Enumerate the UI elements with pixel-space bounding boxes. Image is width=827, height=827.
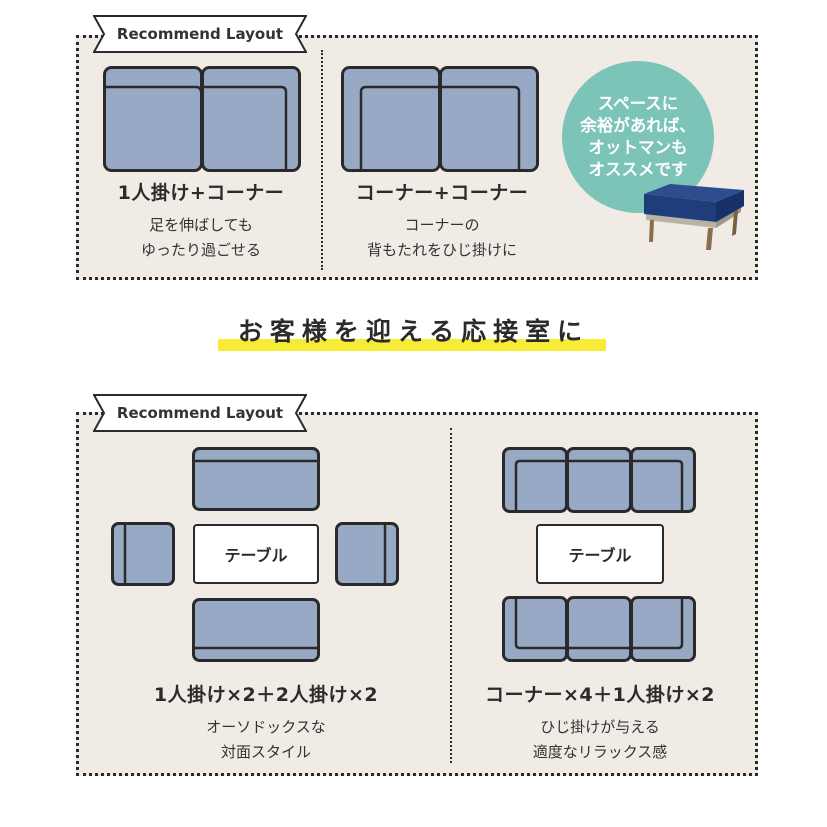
sofa-corner-plus-corner-icon (341, 66, 539, 172)
top-left-title: 1人掛け+コーナー (117, 182, 285, 204)
table-right: テーブル (536, 524, 664, 584)
bottom-left-caption: 1人掛け×2＋2人掛け×2 オーソドックスな 対面スタイル (96, 680, 436, 765)
bottom-right-caption: コーナー×4＋1人掛け×2 ひじ掛けが与える 適度なリラックス感 (455, 680, 745, 765)
badge-ribbon-icon (93, 394, 307, 432)
headline-highlight (218, 339, 606, 351)
top-recommend-badge: Recommend Layout (93, 15, 307, 53)
one-seater-left-icon (111, 522, 175, 586)
top-left-caption: 1人掛け+コーナー 足を伸ばしても ゆったり過ごせる (96, 178, 306, 263)
headline: お客様を迎える応接室に (237, 317, 590, 346)
one-seater-right-icon (335, 522, 399, 586)
table-left: テーブル (193, 524, 319, 584)
corner-row-bottom-icon (502, 596, 696, 662)
badge-ribbon-icon (93, 15, 307, 53)
bottom-recommend-badge: Recommend Layout (93, 394, 307, 432)
badge-label: Recommend Layout (116, 404, 284, 422)
two-seater-bottom-icon (192, 598, 320, 662)
top-divider (321, 50, 323, 270)
top-mid-caption: コーナー+コーナー コーナーの 背もたれをひじ掛けに (332, 178, 552, 263)
top-mid-title: コーナー+コーナー (355, 182, 529, 204)
top-left-desc: 足を伸ばしても ゆったり過ごせる (140, 216, 261, 259)
badge-label: Recommend Layout (116, 25, 284, 43)
corner-row-top-icon (502, 447, 696, 513)
ottoman-icon (644, 184, 744, 250)
bottom-left-desc: オーソドックスな 対面スタイル (206, 718, 326, 761)
bottom-right-desc: ひじ掛けが与える 適度なリラックス感 (532, 718, 668, 761)
sofa-single-plus-corner-icon (103, 66, 301, 172)
bottom-right-title: コーナー×4＋1人掛け×2 (484, 684, 715, 706)
bottom-left-title: 1人掛け×2＋2人掛け×2 (153, 684, 379, 706)
two-seater-top-icon (192, 447, 320, 511)
bottom-divider (450, 428, 452, 763)
top-mid-desc: コーナーの 背もたれをひじ掛けに (366, 216, 517, 259)
